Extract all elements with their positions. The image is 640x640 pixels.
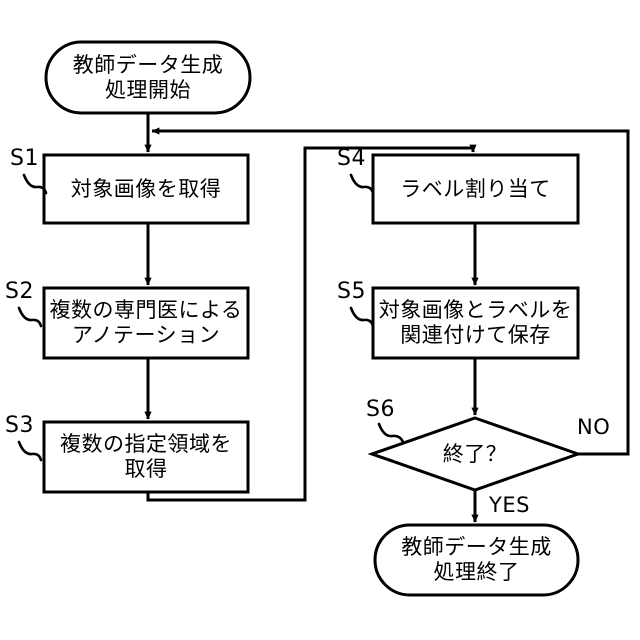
s3-box-shape — [42, 420, 250, 494]
step-label-s3: S3 — [5, 413, 34, 438]
s2-leader-squiggle — [17, 306, 43, 328]
s6-leader-squiggle — [377, 422, 405, 444]
s1-leader-squiggle — [22, 173, 48, 195]
s5-leader-squiggle — [349, 306, 375, 328]
step-label-s4: S4 — [337, 146, 366, 171]
step-label-s6: S6 — [366, 397, 395, 422]
step-label-s5: S5 — [337, 279, 366, 304]
step-label-s1: S1 — [10, 146, 39, 171]
s2-box-shape — [42, 286, 250, 360]
s1-box-shape — [42, 153, 250, 225]
connector-s6-no-loopback — [151, 127, 630, 456]
s4-box-shape — [371, 153, 580, 225]
branch-label-no: NO — [577, 415, 611, 439]
branch-label-yes: YES — [489, 493, 530, 517]
s6-decision-shape — [367, 416, 583, 492]
s3-leader-squiggle — [17, 440, 43, 462]
connector-s3-to-s4 — [146, 144, 477, 502]
s5-box-shape — [371, 286, 580, 360]
end-terminator-shape — [373, 523, 580, 597]
s4-leader-squiggle — [349, 173, 375, 195]
start-terminator-shape — [44, 40, 252, 115]
step-label-s2: S2 — [5, 279, 34, 304]
